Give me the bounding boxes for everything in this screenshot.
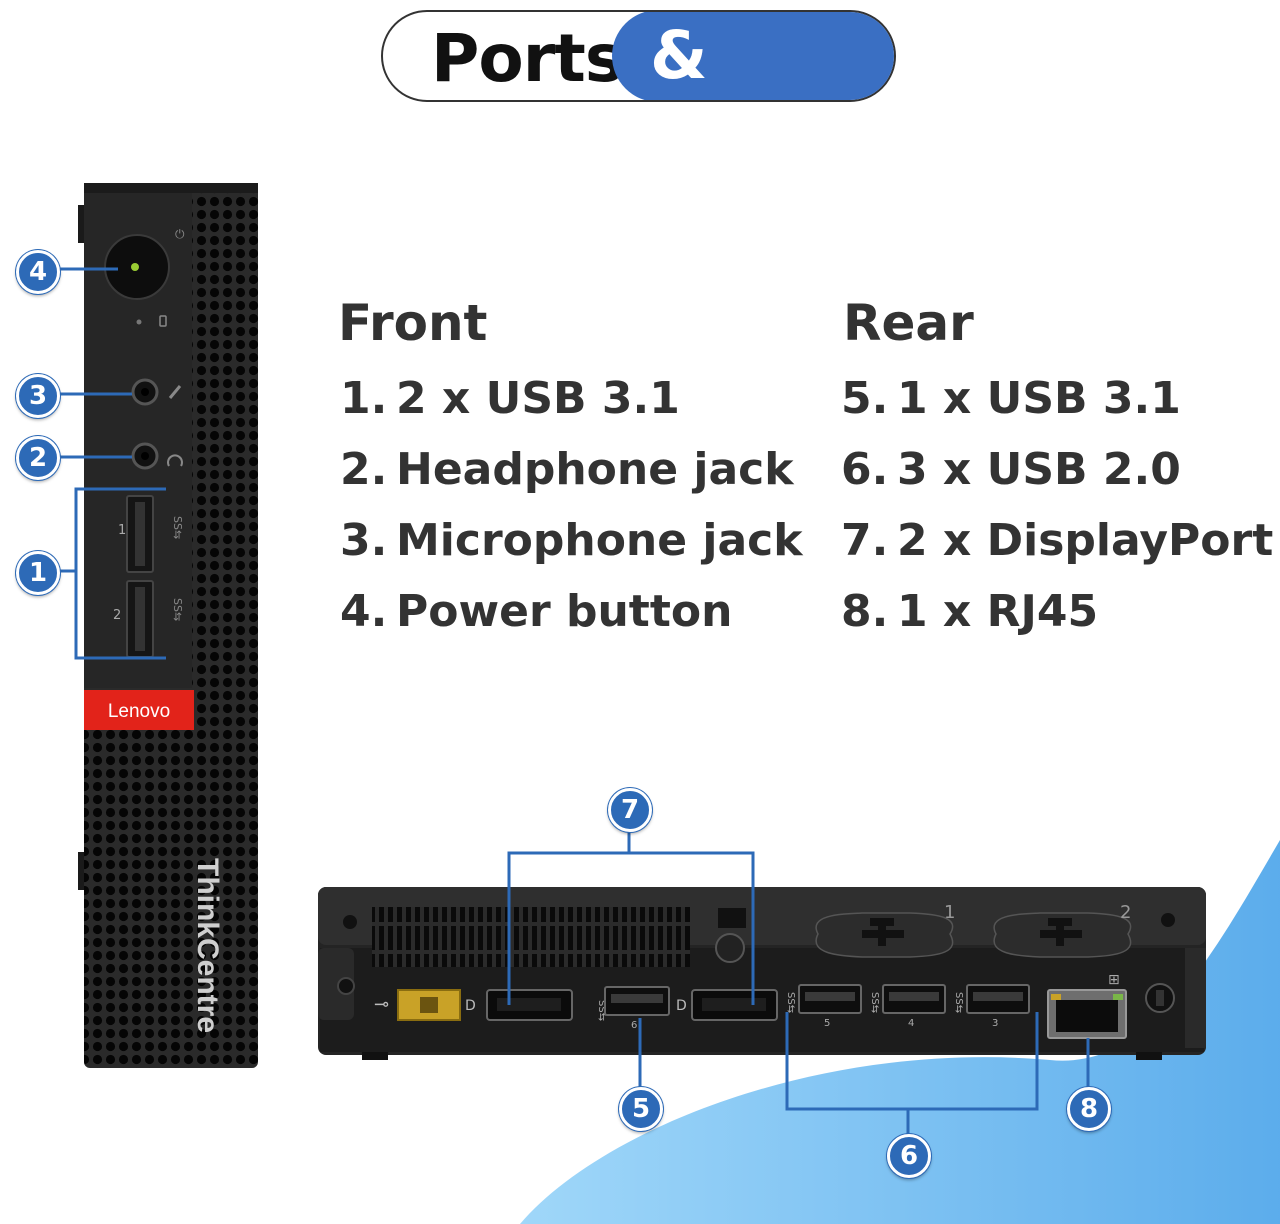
rear-usb-label-5: 5 — [824, 1018, 830, 1029]
callout-8: 8 — [1067, 1087, 1111, 1131]
usb-ss-icon: SS⇆ — [596, 1000, 607, 1021]
list-item: 5.1 x USB 3.1 — [841, 373, 1181, 424]
callout-2: 2 — [16, 436, 60, 480]
list-item: 6.3 x USB 2.0 — [841, 444, 1181, 495]
slot-label-1: 1 — [944, 902, 955, 923]
callout-3: 3 — [16, 374, 60, 418]
list-item: 3.Microphone jack — [340, 515, 803, 566]
callout-6: 6 — [887, 1134, 931, 1178]
rear-usb-label-3: 3 — [992, 1018, 998, 1029]
power-plug-icon: ⊸ — [374, 994, 389, 1015]
callout-4: 4 — [16, 250, 60, 294]
callout-1: 1 — [16, 551, 60, 595]
front-heading: Front — [338, 294, 488, 352]
title-ports: Ports — [431, 20, 624, 97]
headphone-icon — [167, 454, 183, 467]
displayport-icon: D — [676, 998, 687, 1014]
list-item: 1.2 x USB 3.1 — [340, 373, 680, 424]
title-pill: Ports & Slots — [381, 10, 896, 102]
usb-ss-icon: SS⇆ — [171, 598, 184, 621]
rear-panel: 1 2 ⊸ D SS⇆ 6 D SS⇆ 5 SS⇆ 4 SS⇆ 3 ⊞ — [318, 887, 1206, 1060]
rear-usb-label-6: 6 — [631, 1020, 637, 1031]
list-item: 7.2 x DisplayPort — [841, 515, 1274, 566]
rear-heading: Rear — [843, 294, 974, 352]
usb-ss-icon: SS⇆ — [953, 992, 964, 1013]
network-icon: ⊞ — [1108, 972, 1120, 988]
lenovo-logo-text: Lenovo — [108, 701, 170, 722]
lenovo-logo — [84, 690, 194, 730]
front-panel: ⏻ 1 SS⇆ 2 SS⇆ Lenovo ThinkCentre — [78, 183, 258, 1068]
callout-7: 7 — [608, 788, 652, 832]
usb-ss-icon: SS⇆ — [869, 992, 880, 1013]
usb-ss-icon: SS⇆ — [785, 992, 796, 1013]
title-slots: & Slots — [612, 12, 894, 100]
front-usb-label-2: 2 — [113, 608, 121, 623]
callout-5: 5 — [619, 1087, 663, 1131]
power-icon: ⏻ — [175, 227, 185, 241]
list-item: 8.1 x RJ45 — [841, 586, 1099, 637]
front-callout-lines — [56, 267, 166, 660]
drive-icon — [159, 315, 167, 327]
list-item: 4.Power button — [340, 586, 733, 637]
rear-port-list: 5.1 x USB 3.1 6.3 x USB 2.0 7.2 x Displa… — [841, 363, 1273, 647]
microphone-icon — [168, 385, 182, 399]
front-usb-label-1: 1 — [118, 523, 126, 538]
front-port-list: 1.2 x USB 3.1 2.Headphone jack 3.Microph… — [340, 363, 803, 647]
slot-label-2: 2 — [1120, 902, 1131, 923]
usb-ss-icon: SS⇆ — [171, 516, 184, 539]
rear-usb-label-4: 4 — [908, 1018, 914, 1029]
list-item: 2.Headphone jack — [340, 444, 794, 495]
thinkcentre-logo: ThinkCentre — [191, 858, 224, 1033]
displayport-icon: D — [465, 998, 476, 1014]
